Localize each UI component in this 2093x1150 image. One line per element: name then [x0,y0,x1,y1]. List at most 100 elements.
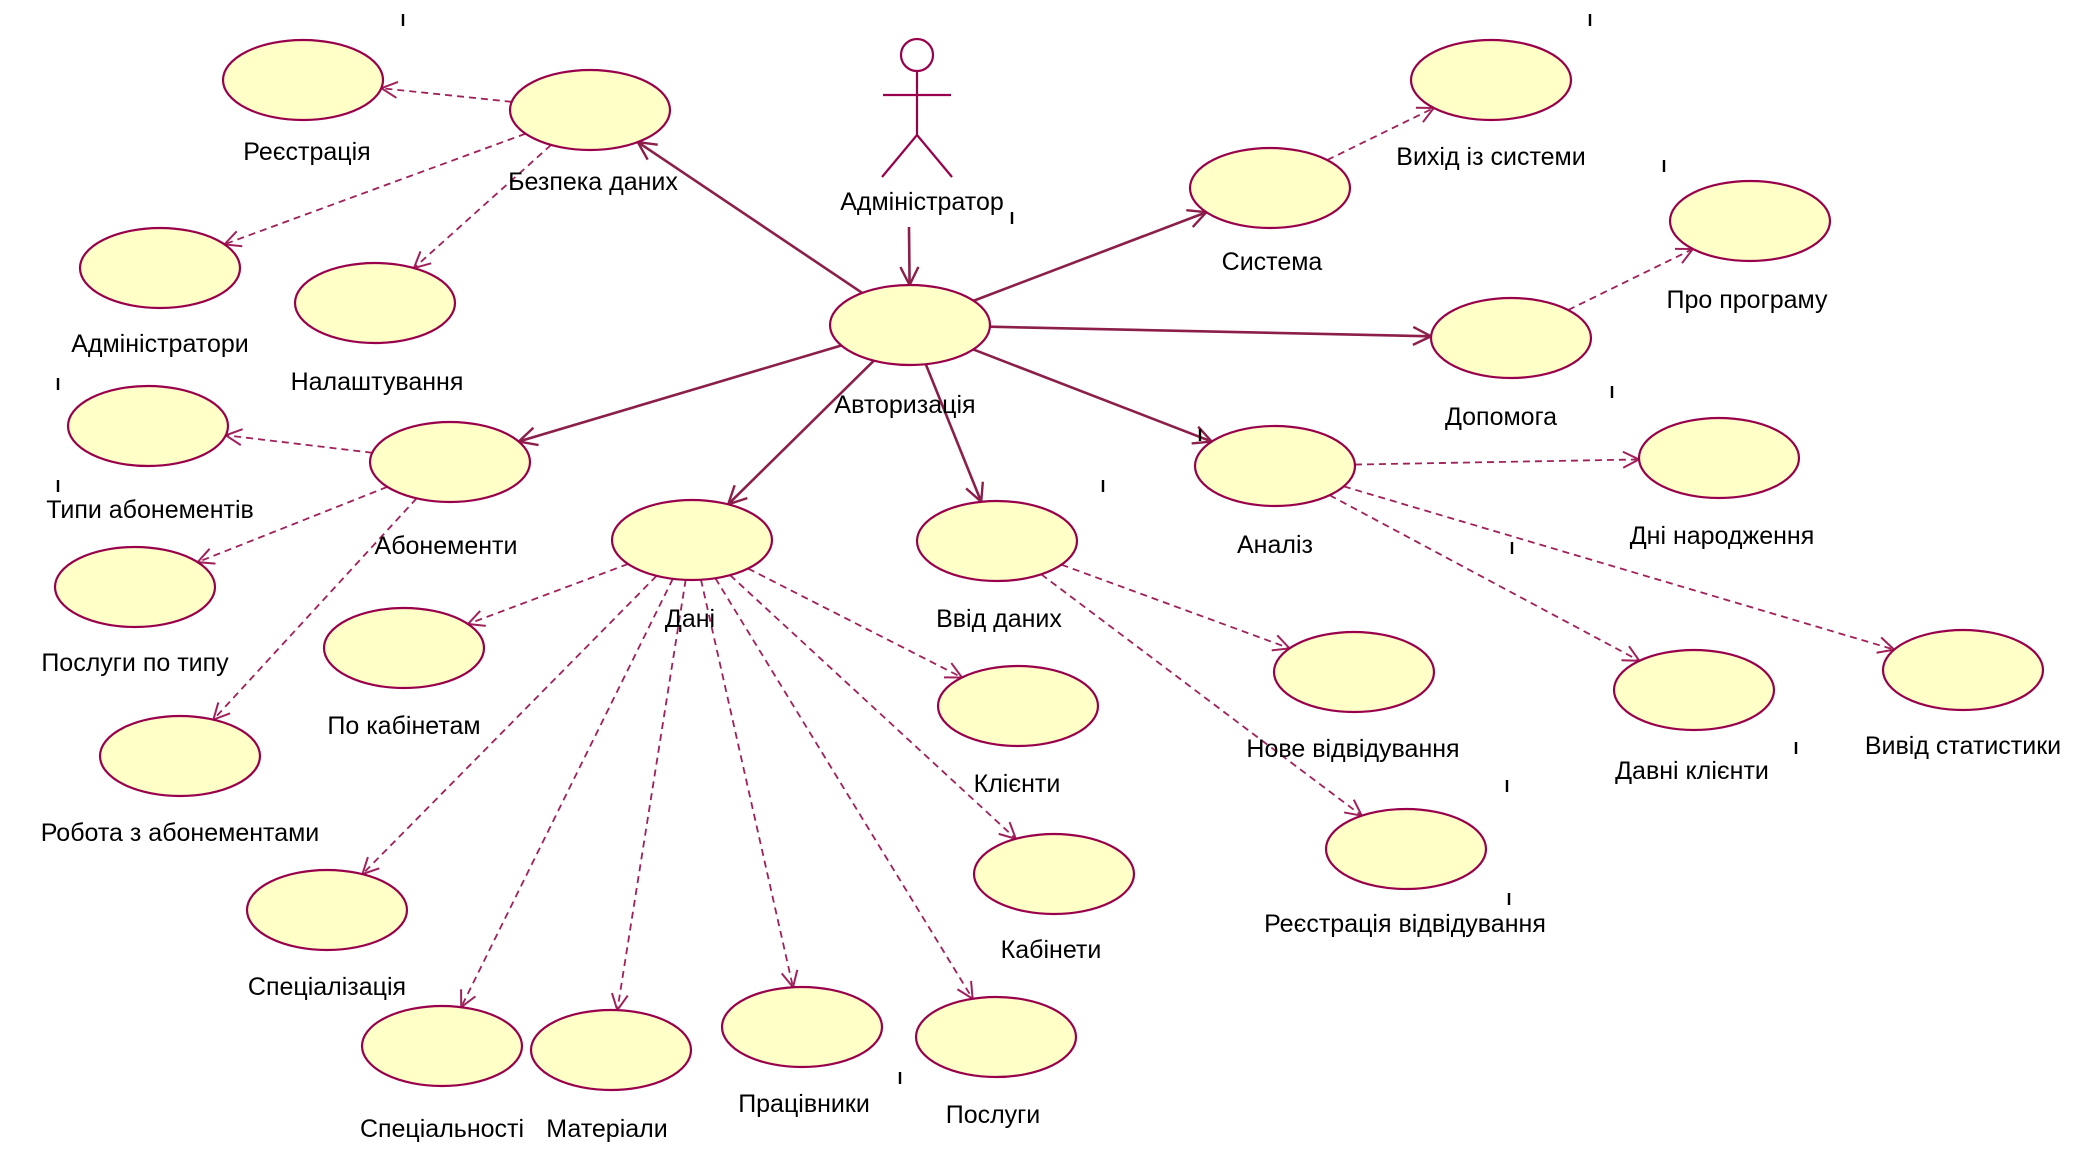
use-case-security[interactable]: Безпека даних [508,68,678,196]
use-case-ellipse [914,995,1078,1079]
use-case-label: Клієнти [974,770,1061,798]
use-case-system[interactable]: Система [1188,146,1352,276]
association-auth-to-analysis [972,348,1211,441]
use-case-ellipse [1324,807,1488,891]
actor-head [899,37,935,73]
use-case-sub-work[interactable]: Робота з абонементами [41,714,320,847]
use-case-settings[interactable]: Налаштування [291,261,464,396]
use-case-label: Реєстрація [243,138,370,166]
use-case-label: Безпека даних [508,168,678,196]
use-case-stats-output[interactable]: Вивід статистики [1865,628,2061,760]
association-auth-to-security [638,142,863,294]
use-case-label: Працівники [738,1090,870,1118]
association-auth-to-help [989,325,1431,337]
use-case-logout[interactable]: Вихід із системи [1396,38,1586,171]
use-case-label: Реєстрація відвідування [1264,910,1546,938]
dependency-analysis-to-stats-output [1343,485,1894,649]
use-case-auth[interactable]: Авторизація [828,283,992,419]
actor-label: Адміністратор [840,188,1004,216]
use-case-label: Адміністратори [71,330,249,358]
use-case-subscriptions[interactable]: Абонементи [368,420,532,560]
use-case-ellipse [368,420,532,504]
actor-left-leg [881,134,918,178]
use-case-label: Робота з абонементами [41,819,320,847]
use-case-label: Допомога [1445,403,1557,431]
use-case-ellipse [53,545,217,629]
dependency-data-to-by-cabinets [468,563,629,624]
actor-administrator[interactable]: Адміністратор [840,37,1004,216]
use-case-ellipse [529,1008,693,1092]
actor-right-leg [916,134,953,178]
use-case-help[interactable]: Допомога [1429,296,1593,431]
use-case-ellipse [508,68,672,152]
use-case-ellipse [936,664,1100,748]
use-case-by-cabinets[interactable]: По кабінетам [322,606,486,740]
use-case-data[interactable]: Дані [610,498,774,633]
dependency-data-input-to-new-visit [1061,563,1289,649]
use-case-analysis[interactable]: Аналіз [1193,424,1357,559]
use-case-specialization[interactable]: Спеціалізація [245,868,409,1001]
association-auth-to-subscriptions [519,344,842,441]
use-case-label: Про програму [1667,286,1828,314]
use-case-ellipse [610,498,774,582]
use-case-clients[interactable]: Клієнти [936,664,1100,798]
selection-ticks-layer [56,14,1798,1084]
dependency-data-to-specialization [362,575,658,874]
use-case-birthdays[interactable]: Дні народження [1630,416,1815,550]
use-case-visit-reg[interactable]: Реєстрація відвідування [1264,807,1546,938]
use-case-ellipse [1612,648,1776,732]
use-case-cabinets[interactable]: Кабінети [972,832,1136,964]
use-case-ellipse [245,868,409,952]
association-auth-to-system [973,212,1207,302]
dependency-subscriptions-to-sub-work [213,497,418,719]
use-case-ellipse [1637,416,1801,500]
dependency-analysis-to-old-clients [1329,494,1640,661]
use-case-materials[interactable]: Матеріали [529,1008,693,1143]
use-case-label: Система [1222,248,1323,276]
use-case-ellipse [1272,630,1436,714]
use-case-services-by-type[interactable]: Послуги по типу [41,545,229,677]
use-case-ellipse [78,226,242,310]
use-case-admins[interactable]: Адміністратори [71,226,249,358]
use-case-label: Кабінети [1001,936,1102,964]
use-case-label: Вихід із системи [1396,143,1585,171]
connectors-layer [198,88,1895,1010]
use-case-label: Вивід статистики [1865,732,2061,760]
use-case-label: Матеріали [546,1115,667,1143]
use-case-ellipse [972,832,1136,916]
use-case-data-input[interactable]: Ввід даних [915,499,1079,633]
use-case-label: Аналіз [1237,531,1313,559]
use-case-ellipse [1429,296,1593,380]
use-case-label: Послуги [946,1101,1041,1129]
use-case-ellipse [66,384,230,468]
use-case-old-clients[interactable]: Давні клієнти [1612,648,1776,785]
use-case-sub-types[interactable]: Типи абонементів [46,384,254,524]
use-case-ellipse [221,38,385,122]
dependency-system-to-logout [1326,108,1434,161]
dependency-subscriptions-to-services-by-type [198,486,388,562]
use-case-label: Послуги по типу [41,649,229,677]
use-case-registration[interactable]: Реєстрація [221,38,385,166]
use-case-services[interactable]: Послуги [914,995,1078,1129]
use-case-ellipse [360,1004,524,1088]
use-case-ellipse [293,261,457,345]
dependency-analysis-to-birthdays [1354,459,1639,464]
association-auth-to-data-input [924,363,981,502]
use-case-ellipse [1668,179,1832,263]
use-case-ellipse [720,985,884,1069]
dependency-data-to-services [714,577,972,998]
use-case-label: Спеціалізація [248,973,406,1001]
use-case-label: Ввід даних [936,605,1062,633]
use-case-ellipse [1409,38,1573,122]
dependency-subscriptions-to-sub-types [226,435,373,454]
use-case-label: Давні клієнти [1615,757,1769,785]
use-case-ellipse [915,499,1079,583]
use-case-workers[interactable]: Працівники [720,985,884,1118]
use-case-new-visit[interactable]: Нове відвідування [1246,630,1460,763]
use-case-specialties[interactable]: Спеціальності [360,1004,524,1143]
use-case-label: Налаштування [291,368,464,396]
use-case-ellipse [322,606,486,690]
dependency-data-to-cabinets [729,574,1016,839]
use-case-label: Авторизація [834,391,975,419]
use-case-about[interactable]: Про програму [1667,179,1832,314]
